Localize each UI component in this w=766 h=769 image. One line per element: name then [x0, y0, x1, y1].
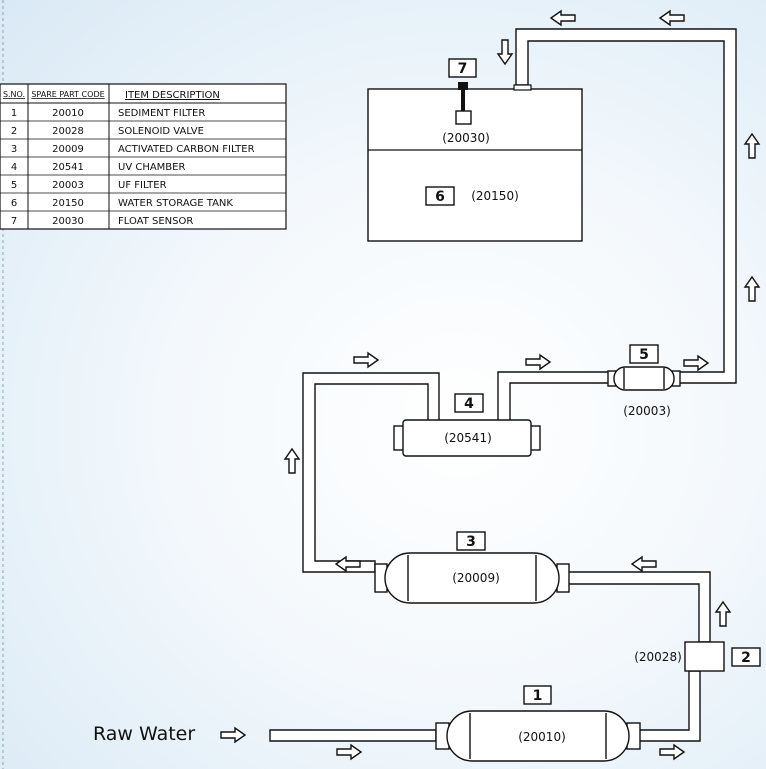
flow-arrow-right-up-high: [744, 133, 760, 159]
raw-water-label: Raw Water: [93, 723, 195, 745]
table-row-1-code: 20010: [52, 108, 84, 119]
number-box-2: 2: [731, 647, 761, 667]
number-box-6: 6: [425, 186, 455, 206]
number-box-1: 1: [523, 685, 552, 705]
pipe-uv-to-uf: [497, 371, 611, 422]
pipe-carbon-to-uv: [302, 372, 440, 573]
code-label-float-sensor: (20030): [442, 131, 490, 145]
sediment-filter: [435, 710, 641, 762]
svg-text:5: 5: [639, 347, 649, 363]
table-header-code: SPARE PART CODE: [31, 90, 104, 99]
flow-arrow-right-up-low: [744, 276, 760, 302]
solenoid-valve: [684, 641, 725, 672]
table-row-6-desc: WATER STORAGE TANK: [118, 198, 233, 209]
number-box-5: 5: [629, 344, 659, 364]
flow-arrow-to-valve: [659, 744, 685, 760]
number-box-7: 7: [448, 58, 477, 78]
flow-arrow-to-carbon: [631, 556, 657, 572]
table-row-7-code: 20030: [52, 216, 84, 227]
table-row-1-desc: SEDIMENT FILTER: [118, 108, 205, 119]
code-label-carbon-filter: (20009): [452, 571, 500, 585]
table-row-4-code: 20541: [52, 162, 84, 173]
table-row-7-sno: 7: [11, 216, 17, 227]
table-header-description: ITEM DESCRIPTION: [125, 90, 220, 101]
flow-arrow-valve-up: [715, 601, 731, 627]
flow-arrow-down-to-tank: [497, 39, 513, 65]
table-row-4-sno: 4: [11, 162, 17, 173]
table-header-sno: S.NO.: [3, 90, 25, 99]
table-row-5-sno: 5: [11, 180, 17, 191]
table-row-3-sno: 3: [11, 144, 17, 155]
table-row-5-code: 20003: [52, 180, 84, 191]
flow-arrow-top-right: [659, 10, 685, 26]
svg-text:2: 2: [741, 650, 751, 666]
water-storage-tank: [367, 84, 583, 242]
flow-arrow-inlet-pipe: [336, 744, 362, 760]
activated-carbon-filter: [374, 552, 570, 604]
code-label-sediment-filter: (20010): [518, 730, 566, 744]
table-row-2-code: 20028: [52, 126, 84, 137]
svg-text:7: 7: [458, 61, 468, 77]
svg-text:3: 3: [466, 534, 476, 550]
table-row-3-code: 20009: [52, 144, 84, 155]
table-row-4-desc: UV CHAMBER: [118, 162, 185, 173]
flow-arrow-left-top: [353, 352, 379, 368]
code-label-uv-chamber: (20541): [444, 431, 492, 445]
table-row-5-desc: UF FILTER: [118, 180, 167, 191]
svg-text:6: 6: [435, 189, 445, 205]
code-label-storage-tank: (20150): [471, 189, 519, 203]
table-row-7-desc: FLOAT SENSOR: [118, 216, 193, 227]
svg-text:1: 1: [533, 688, 543, 704]
code-label-uf-filter: (20003): [623, 404, 671, 418]
table-row-1-sno: 1: [11, 108, 17, 119]
table-row-6-sno: 6: [11, 198, 17, 209]
flow-arrow-left-up: [284, 448, 300, 474]
flow-arrow-inlet: [220, 727, 246, 743]
flow-arrow-uv-out: [525, 354, 551, 370]
number-box-4: 4: [454, 393, 484, 413]
spare-parts-table: S.NO. SPARE PART CODE ITEM DESCRIPTION 1…: [0, 83, 287, 230]
uf-filter: [607, 366, 681, 391]
table-row-2-desc: SOLENOID VALVE: [118, 126, 204, 137]
flow-arrow-uf-out: [683, 355, 709, 371]
pipe-inlet: [269, 729, 437, 742]
pipe-sediment-to-valve: [638, 670, 701, 742]
uv-chamber: [393, 419, 541, 457]
table-row-3-desc: ACTIVATED CARBON FILTER: [118, 144, 255, 155]
tank-inlet-fitting: [513, 84, 532, 91]
table-row-2-sno: 2: [11, 126, 17, 137]
flow-arrow-top-left: [550, 10, 576, 26]
svg-text:4: 4: [464, 396, 474, 412]
float-sensor: [455, 82, 472, 125]
pipe-valve-to-carbon: [567, 571, 711, 643]
number-box-3: 3: [456, 531, 486, 551]
code-label-solenoid-valve: (20028): [634, 650, 682, 664]
table-row-6-code: 20150: [52, 198, 84, 209]
